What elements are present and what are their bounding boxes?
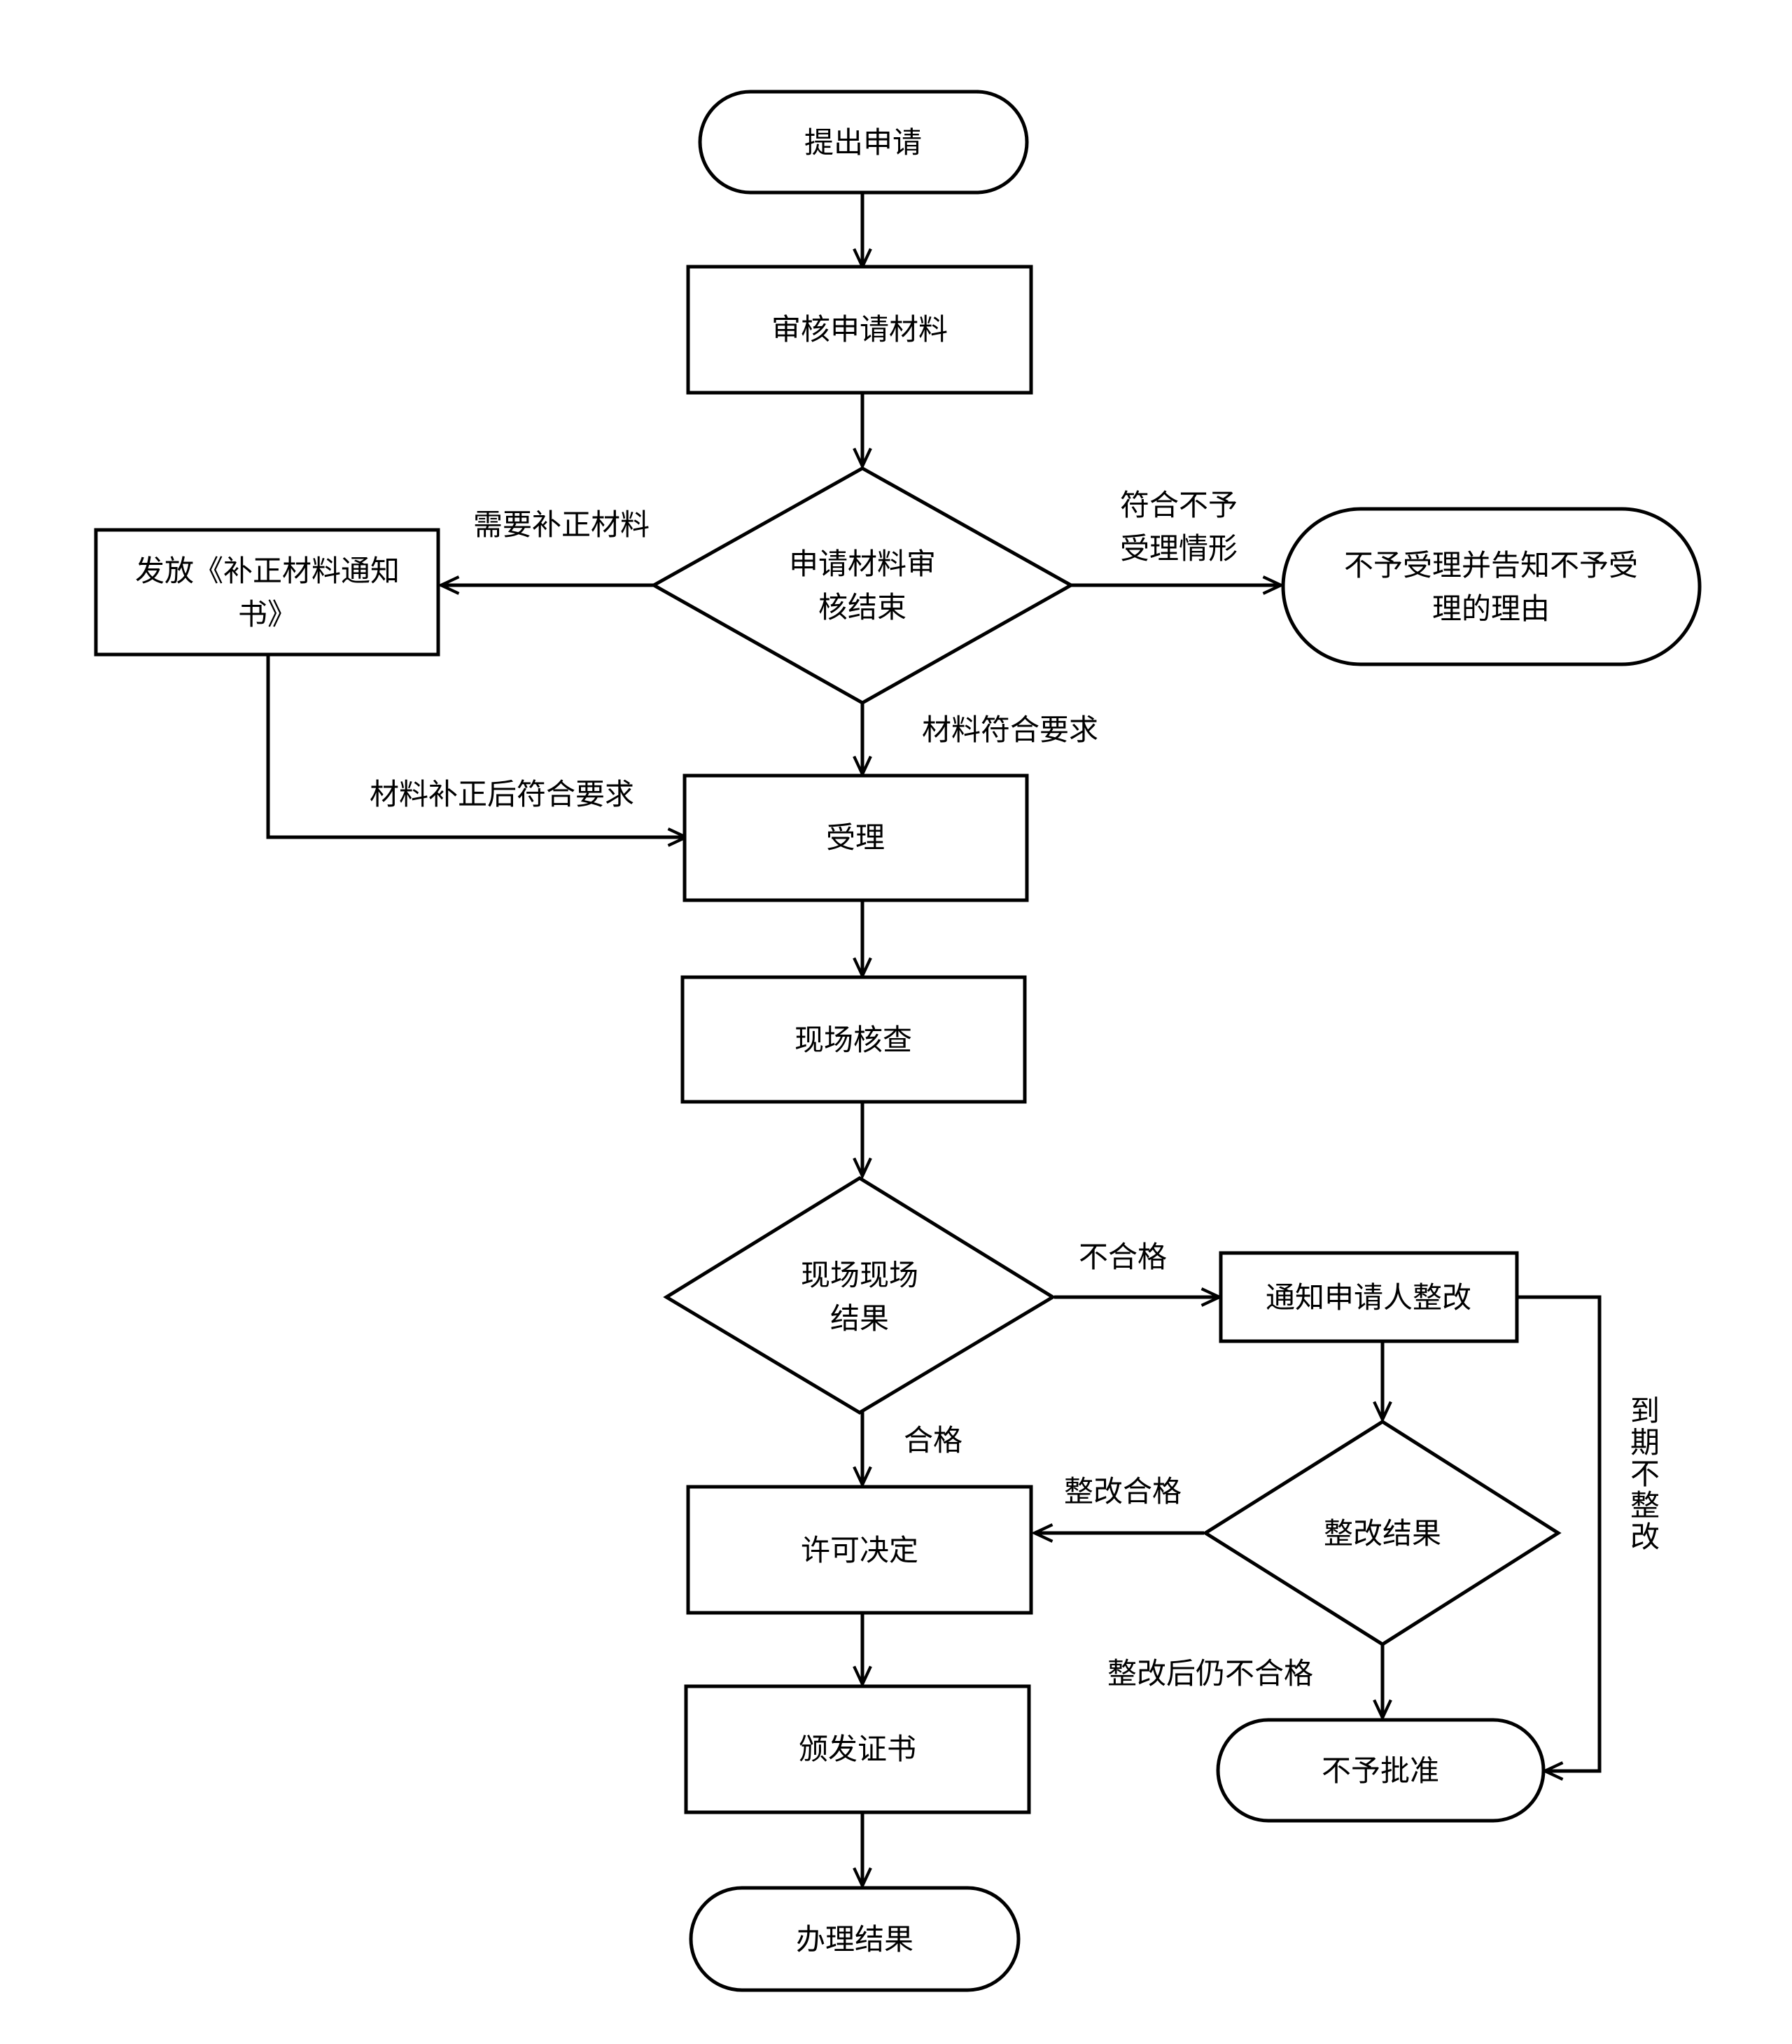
node-label: 不予批准	[1322, 1754, 1439, 1788]
node-accept: 受理	[682, 774, 1029, 902]
edge-label-supplemented-ok: 材料补正后符合要求	[370, 777, 634, 811]
process-shape	[686, 265, 1033, 395]
node-label: 现场核查	[794, 1023, 912, 1057]
node-label: 许可决定	[801, 1533, 918, 1567]
process-shape	[680, 975, 1027, 1104]
text-line: 通知申请人整改	[1266, 1280, 1471, 1315]
text-line: 颁发证书	[799, 1732, 916, 1766]
decision-shape	[1202, 1420, 1562, 1646]
node-review: 审核申请材料	[686, 265, 1033, 395]
node-label: 现场现场结果	[801, 1258, 918, 1336]
edge-supplement-to-accept	[266, 654, 686, 837]
text-line: 到	[1630, 1394, 1660, 1428]
text-line: 材料符合要求	[922, 713, 1098, 747]
terminator-shape	[1281, 507, 1702, 666]
node-label: 办理结果	[796, 1922, 913, 1956]
node-decision: 许可决定	[686, 1485, 1033, 1615]
text-line: 现场核查	[794, 1023, 912, 1057]
text-line: 核结束	[818, 590, 906, 624]
text-line: 符合不予	[1120, 488, 1238, 522]
node-label: 通知申请人整改	[1266, 1280, 1471, 1315]
text-line: 改	[1630, 1520, 1660, 1554]
text-line: 整改后仍不合格	[1107, 1656, 1313, 1690]
edge-label-still-unqualified: 整改后仍不合格	[1107, 1656, 1313, 1690]
node-review-end: 申请材料审核结束	[650, 466, 1075, 705]
process-shape	[682, 774, 1029, 902]
text-line: 合格	[904, 1423, 962, 1457]
text-line: 发放《补正材料通知	[135, 554, 400, 588]
edge-label-not-qualified: 不合格	[1079, 1240, 1167, 1274]
text-line: 不	[1630, 1457, 1660, 1491]
edges	[266, 192, 1602, 1886]
decision-shape	[650, 466, 1075, 705]
process-shape	[1219, 1251, 1519, 1343]
text-line: 理的理由	[1432, 592, 1550, 626]
node-not-approved: 不予批准	[1216, 1718, 1546, 1823]
text-line: 受理情形	[1120, 531, 1238, 566]
text-line: 整改结果	[1324, 1516, 1441, 1550]
node-label: 发放《补正材料通知书》	[135, 554, 400, 631]
text-line: 不予批准	[1322, 1754, 1439, 1788]
node-label: 申请材料审核结束	[789, 547, 936, 624]
node-label: 提出申请	[804, 125, 922, 160]
node-site-result: 现场现场结果	[663, 1176, 1056, 1415]
text-line: 许可决定	[801, 1533, 918, 1567]
text-line: 提出申请	[804, 125, 922, 160]
decision-shape	[663, 1176, 1056, 1415]
text-line: 期	[1630, 1425, 1660, 1460]
node-submit: 提出申请	[698, 90, 1029, 195]
terminator-shape	[1216, 1718, 1546, 1823]
edge-label-materials-ok: 材料符合要求	[922, 713, 1098, 747]
node-site-check: 现场核查	[680, 975, 1027, 1104]
node-supplement: 发放《补正材料通知书》	[94, 528, 440, 657]
edge-label-expired-no-fix: 到期不整改	[1630, 1394, 1660, 1554]
edge-label-need-supplement: 需要补正材料	[473, 507, 650, 542]
text-line: 结果	[830, 1301, 889, 1336]
edge-label-fix-qualified: 整改合格	[1064, 1474, 1182, 1508]
node-result: 办理结果	[689, 1886, 1021, 1992]
text-line: 材料补正后符合要求	[370, 777, 634, 811]
node-label: 受理	[826, 820, 885, 855]
edge-label-qualified: 合格	[904, 1423, 962, 1457]
text-line: 整改合格	[1064, 1474, 1182, 1508]
node-notify-fix: 通知申请人整改	[1219, 1251, 1519, 1343]
node-fix-result: 整改结果	[1202, 1420, 1562, 1646]
process-shape	[94, 528, 440, 657]
node-label: 审核申请材料	[771, 312, 948, 346]
node-label: 整改结果	[1324, 1516, 1441, 1550]
edge-notify-fix-to-not-approved	[1517, 1295, 1602, 1771]
text-line: 整	[1630, 1488, 1660, 1522]
terminator-shape	[689, 1886, 1021, 1992]
node-reject-accept: 不予受理并告知不予受理的理由	[1281, 507, 1702, 666]
text-line: 申请材料审	[789, 547, 936, 581]
text-line: 现场现场	[801, 1258, 918, 1292]
text-line: 书》	[238, 597, 297, 631]
text-line: 需要补正材料	[473, 507, 650, 542]
text-line: 受理	[826, 820, 885, 855]
node-label: 颁发证书	[799, 1732, 916, 1766]
terminator-shape	[698, 90, 1029, 195]
text-line: 不合格	[1079, 1240, 1167, 1274]
node-issue-cert: 颁发证书	[684, 1684, 1031, 1814]
edge-label-meets-reject: 符合不予受理情形	[1120, 488, 1238, 566]
node-label: 不予受理并告知不予受理的理由	[1344, 548, 1638, 626]
process-shape	[684, 1684, 1031, 1814]
text-line: 不予受理并告知不予受	[1344, 548, 1638, 582]
process-shape	[686, 1485, 1033, 1615]
text-line: 办理结果	[796, 1922, 913, 1956]
text-line: 审核申请材料	[771, 312, 948, 346]
